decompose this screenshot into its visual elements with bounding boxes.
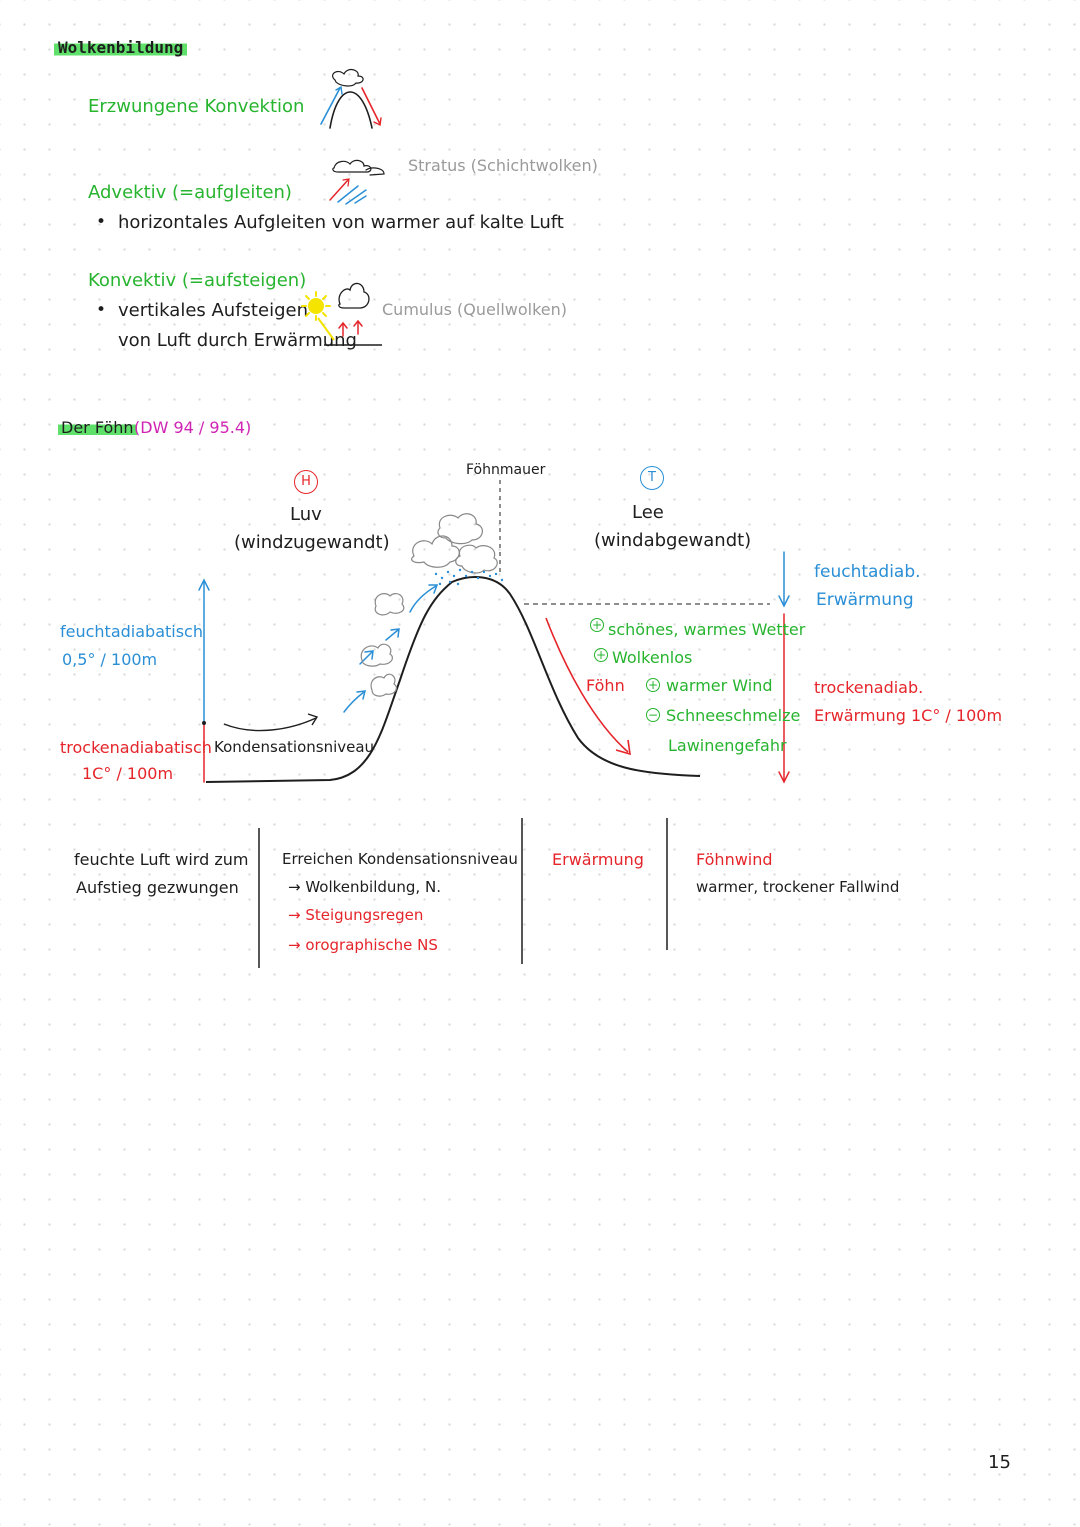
snowmelt-label: Schneeschmelze <box>666 706 801 725</box>
advektiv-bullet-marker: • <box>96 212 107 232</box>
left-trocken-label-1: trockenadiabatisch <box>60 738 212 757</box>
high-pressure-symbol: H <box>294 470 318 494</box>
table-col4-line2: warmer, trockener Fallwind <box>696 878 900 896</box>
foehnmauer-label: Föhnmauer <box>466 462 546 478</box>
left-feucht-label-2: 0,5° / 100m <box>62 650 158 669</box>
lee-label: Lee <box>632 502 664 523</box>
low-pressure-symbol: T <box>640 466 664 490</box>
page-number: 15 <box>988 1452 1011 1473</box>
table-col3-line1: Erwärmung <box>552 850 644 869</box>
table-col2-line2: → Wolkenbildung, N. <box>288 878 441 896</box>
advektiv-bullet: horizontales Aufgleiten von warmer auf k… <box>118 212 564 233</box>
left-trocken-label-2: 1C° / 100m <box>82 764 174 783</box>
luv-description: (windzugewandt) <box>234 532 390 553</box>
precipitation-dots <box>434 568 504 586</box>
avalanche-label: Lawinengefahr <box>668 736 787 755</box>
plus-marker-2: + <box>594 648 608 662</box>
advektiv-heading: Advektiv (=aufgleiten) <box>88 182 292 203</box>
table-col2-line4: → orographische NS <box>288 936 438 954</box>
right-trocken-label-2: Erwärmung 1C° / 100m <box>814 706 1003 725</box>
table-col1-line1: feuchte Luft wird zum <box>74 850 249 869</box>
forced-convection-heading: Erzwungene Konvektion <box>88 96 305 117</box>
lee-description: (windabgewandt) <box>594 530 752 551</box>
section-title-foehn: Der Föhn <box>58 418 137 437</box>
table-col4-line1: Föhnwind <box>696 850 773 869</box>
table-col1-line2: Aufstieg gezwungen <box>76 878 239 897</box>
table-col2-line3: → Steigungsregen <box>288 906 424 924</box>
konvektiv-bullet-line1: vertikales Aufsteigen <box>118 300 308 321</box>
foehn-label: Föhn <box>586 676 625 695</box>
section-title-wolkenbildung: Wolkenbildung <box>54 38 188 58</box>
right-feucht-label-2: Erwärmung <box>816 590 914 610</box>
good-weather-label: schönes, warmes Wetter <box>608 620 806 639</box>
kondensationsniveau-label: Kondensationsniveau <box>214 738 375 756</box>
left-feucht-label-1: feuchtadiabatisch <box>60 622 203 641</box>
page-reference: (DW 94 / 95.4) <box>134 418 252 437</box>
mountain-sketch <box>320 68 382 129</box>
table-col2-line1: Erreichen Kondensationsniveau <box>282 850 518 868</box>
warm-wind-label: warmer Wind <box>666 676 773 695</box>
minus-marker: − <box>646 708 660 722</box>
plus-marker-3: + <box>646 678 660 692</box>
konvektiv-bullet-line2: von Luft durch Erwärmung <box>118 330 357 351</box>
stratus-label: Stratus (Schichtwolken) <box>408 156 598 175</box>
cloudless-label: Wolkenlos <box>612 648 693 667</box>
cumulus-cloud-icon <box>338 282 370 309</box>
konvektiv-heading: Konvektiv (=aufsteigen) <box>88 270 307 291</box>
luv-label: Luv <box>290 504 322 525</box>
konvektiv-bullet-marker: • <box>96 300 107 320</box>
cumulus-label: Cumulus (Quellwolken) <box>382 300 567 319</box>
plus-marker-1: + <box>590 618 604 632</box>
right-feucht-label-1: feuchtadiab. <box>814 562 921 582</box>
right-trocken-label-1: trockenadiab. <box>814 678 924 697</box>
